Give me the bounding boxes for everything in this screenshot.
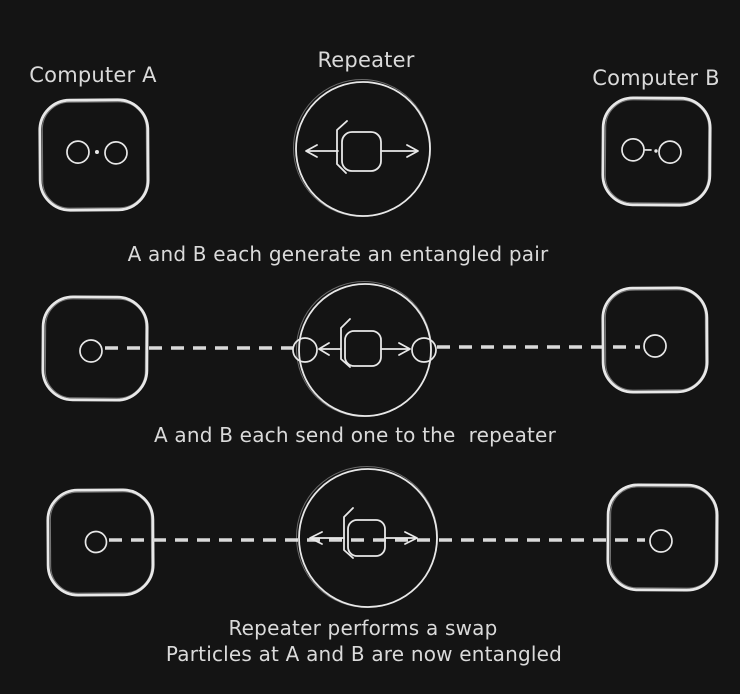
computer-a-node <box>46 488 155 597</box>
emit-arrow-right-head-icon <box>404 531 418 545</box>
computer-a-node <box>41 295 149 402</box>
emitter-box-icon <box>347 519 386 557</box>
step3-row: Repeater performs a swap Particles at A … <box>46 466 719 666</box>
repeater-label: Repeater <box>317 48 414 72</box>
entangle-dot-icon <box>94 149 99 154</box>
entangle-dot-icon <box>654 149 658 153</box>
repeater-circle-sketch <box>296 466 438 608</box>
emit-arrow-left-head-icon <box>318 342 330 356</box>
computer-b-node <box>601 286 709 394</box>
repeater-circle <box>298 283 432 417</box>
particle-icon <box>621 137 645 162</box>
computer-b-box <box>606 483 719 592</box>
particle-icon <box>649 529 673 553</box>
step1-caption: A and B each generate an entangled pair <box>128 242 549 266</box>
computer-b-box <box>601 286 709 394</box>
repeater-node <box>292 281 437 417</box>
computer-b-box-sketch <box>609 486 717 589</box>
step2-caption: A and B each send one to the repeater <box>154 423 557 447</box>
emitter-bracket-icon <box>340 318 351 368</box>
repeater-node <box>296 466 438 608</box>
computer-b-box-sketch <box>604 289 707 391</box>
particle-icon <box>658 140 682 164</box>
step2-row: A and B each send one to the repeater <box>41 281 709 447</box>
emit-arrow-left-head-icon <box>309 531 323 545</box>
particle-icon <box>79 339 103 363</box>
emitter-box-icon <box>341 131 382 172</box>
computer-a-box-sketch <box>49 491 153 594</box>
particle-icon <box>643 334 667 358</box>
emitter-bracket-icon <box>343 507 354 559</box>
emit-arrow-right-head-icon <box>406 144 419 158</box>
particle-icon <box>411 337 437 363</box>
computer-a-node <box>38 98 150 212</box>
emit-arrow-left-head-icon <box>305 144 318 158</box>
repeater-circle <box>298 468 438 608</box>
step3-caption-line1: Repeater performs a swap <box>228 616 497 640</box>
repeater-circle <box>295 81 431 217</box>
computer-a-box <box>38 98 150 212</box>
emit-arrow-right-head-icon <box>398 342 411 356</box>
computer-a-label: Computer A <box>29 63 157 87</box>
computer-a-box <box>46 488 155 597</box>
computer-b-label: Computer B <box>592 66 719 90</box>
computer-b-box-sketch <box>604 99 710 204</box>
emitter-bracket-icon <box>336 120 348 174</box>
computer-a-box-sketch <box>41 101 148 209</box>
step1-row: Computer A Repeater Computer B <box>29 48 719 266</box>
computer-b-node <box>606 483 719 592</box>
computer-b-node <box>601 96 712 207</box>
particle-icon <box>66 140 90 164</box>
computer-a-box-sketch <box>44 298 147 399</box>
particle-icon <box>292 337 318 363</box>
repeater-node <box>293 79 431 217</box>
emitter-box-icon <box>344 330 382 367</box>
particle-icon <box>104 140 128 165</box>
computer-b-box <box>601 96 712 207</box>
computer-a-box <box>41 295 149 402</box>
step3-caption-line2: Particles at A and B are now entangled <box>166 642 562 666</box>
particle-icon <box>84 530 108 554</box>
repeater-circle-sketch <box>296 281 432 417</box>
repeater-circle-sketch <box>293 79 431 217</box>
